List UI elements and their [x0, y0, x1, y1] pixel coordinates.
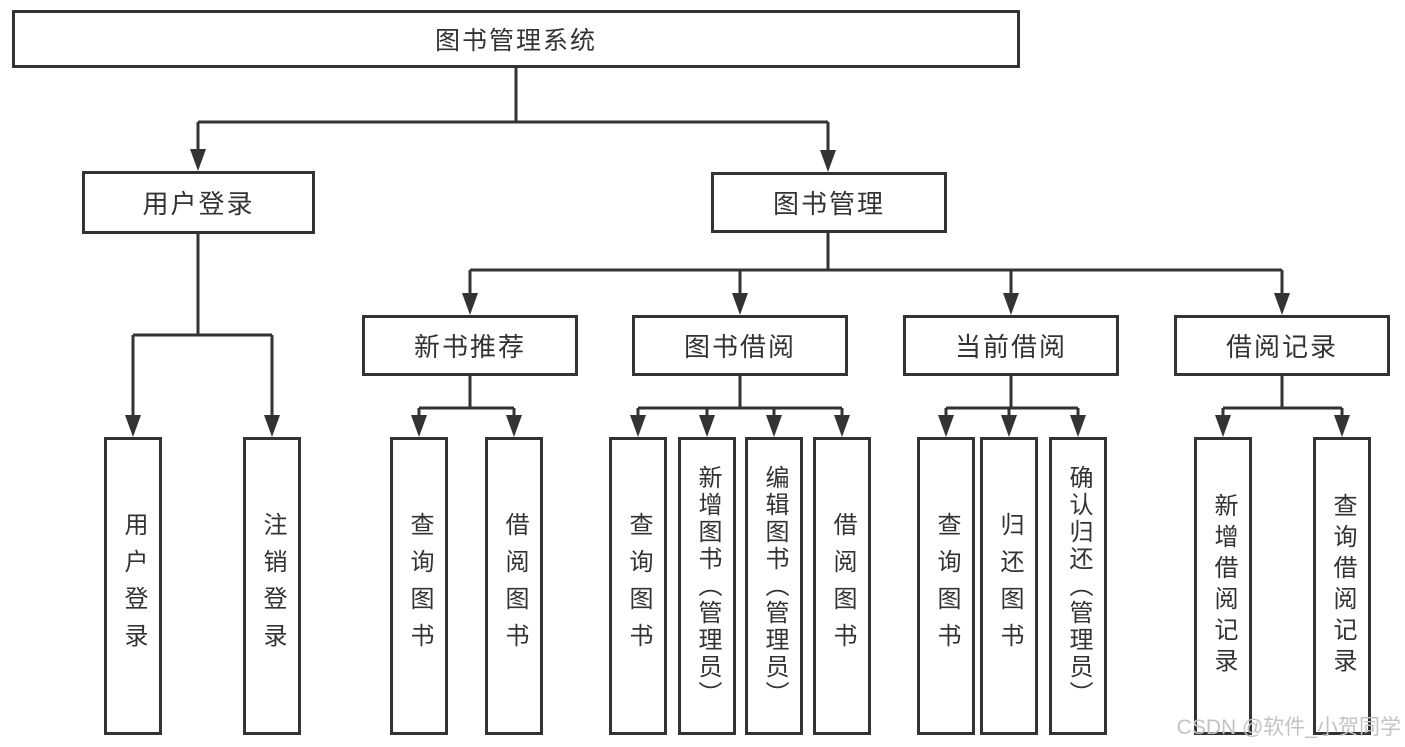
leaf-add-book-admin-label: 新增图书（管理员）	[694, 464, 721, 708]
leaf-search-book-borrow: 查询图书	[609, 437, 667, 735]
node-user-login: 用户登录	[82, 171, 315, 234]
leaf-search-book-recommend: 查询图书	[390, 437, 448, 735]
node-current-borrowing-label: 当前借阅	[954, 332, 1067, 362]
leaf-confirm-return-admin: 确认归还（管理员）	[1049, 437, 1107, 735]
leaf-return-book: 归还图书	[980, 437, 1038, 735]
leaf-user-login-label: 用户登录	[120, 512, 147, 660]
leaf-logout: 注销登录	[243, 437, 301, 735]
leaf-search-borrow-record: 查询借阅记录	[1313, 437, 1371, 735]
leaf-user-login: 用户登录	[104, 437, 162, 735]
node-root-label: 图书管理系统	[434, 27, 597, 55]
leaf-search-book-current: 查询图书	[917, 437, 975, 735]
leaf-borrow-book: 借阅图书	[813, 437, 871, 735]
leaf-logout-label: 注销登录	[259, 512, 286, 660]
node-user-login-label: 用户登录	[142, 189, 255, 219]
leaf-search-book-recommend-label: 查询图书	[406, 512, 433, 660]
node-root: 图书管理系统	[12, 10, 1020, 68]
leaf-search-book-borrow-label: 查询图书	[625, 512, 652, 660]
leaf-search-book-current-label: 查询图书	[933, 512, 960, 660]
leaf-add-book-admin: 新增图书（管理员）	[678, 437, 736, 735]
leaf-borrow-book-label: 借阅图书	[829, 512, 856, 660]
leaf-add-borrow-record: 新增借阅记录	[1194, 437, 1252, 735]
node-current-borrowing: 当前借阅	[903, 315, 1119, 376]
node-book-borrowing: 图书借阅	[632, 315, 848, 376]
node-book-management: 图书管理	[711, 172, 947, 233]
leaf-borrow-book-recommend-label: 借阅图书	[501, 512, 528, 660]
leaf-return-book-label: 归还图书	[996, 512, 1023, 660]
leaf-search-borrow-record-label: 查询借阅记录	[1329, 493, 1356, 679]
csdn-watermark: CSDN @软件_小贺同学	[1176, 716, 1401, 739]
node-book-borrowing-label: 图书借阅	[683, 332, 796, 362]
leaf-confirm-return-admin-label: 确认归还（管理员）	[1065, 464, 1092, 708]
leaf-edit-book-admin: 编辑图书（管理员）	[745, 437, 803, 735]
node-new-book-recommendation-label: 新书推荐	[413, 332, 526, 362]
leaf-edit-book-admin-label: 编辑图书（管理员）	[761, 464, 788, 708]
node-book-management-label: 图书管理	[772, 189, 885, 219]
leaf-borrow-book-recommend: 借阅图书	[485, 437, 543, 735]
node-new-book-recommendation: 新书推荐	[362, 315, 578, 376]
node-borrowing-records-label: 借阅记录	[1225, 332, 1338, 362]
node-borrowing-records: 借阅记录	[1174, 315, 1390, 376]
leaf-add-borrow-record-label: 新增借阅记录	[1210, 493, 1237, 679]
